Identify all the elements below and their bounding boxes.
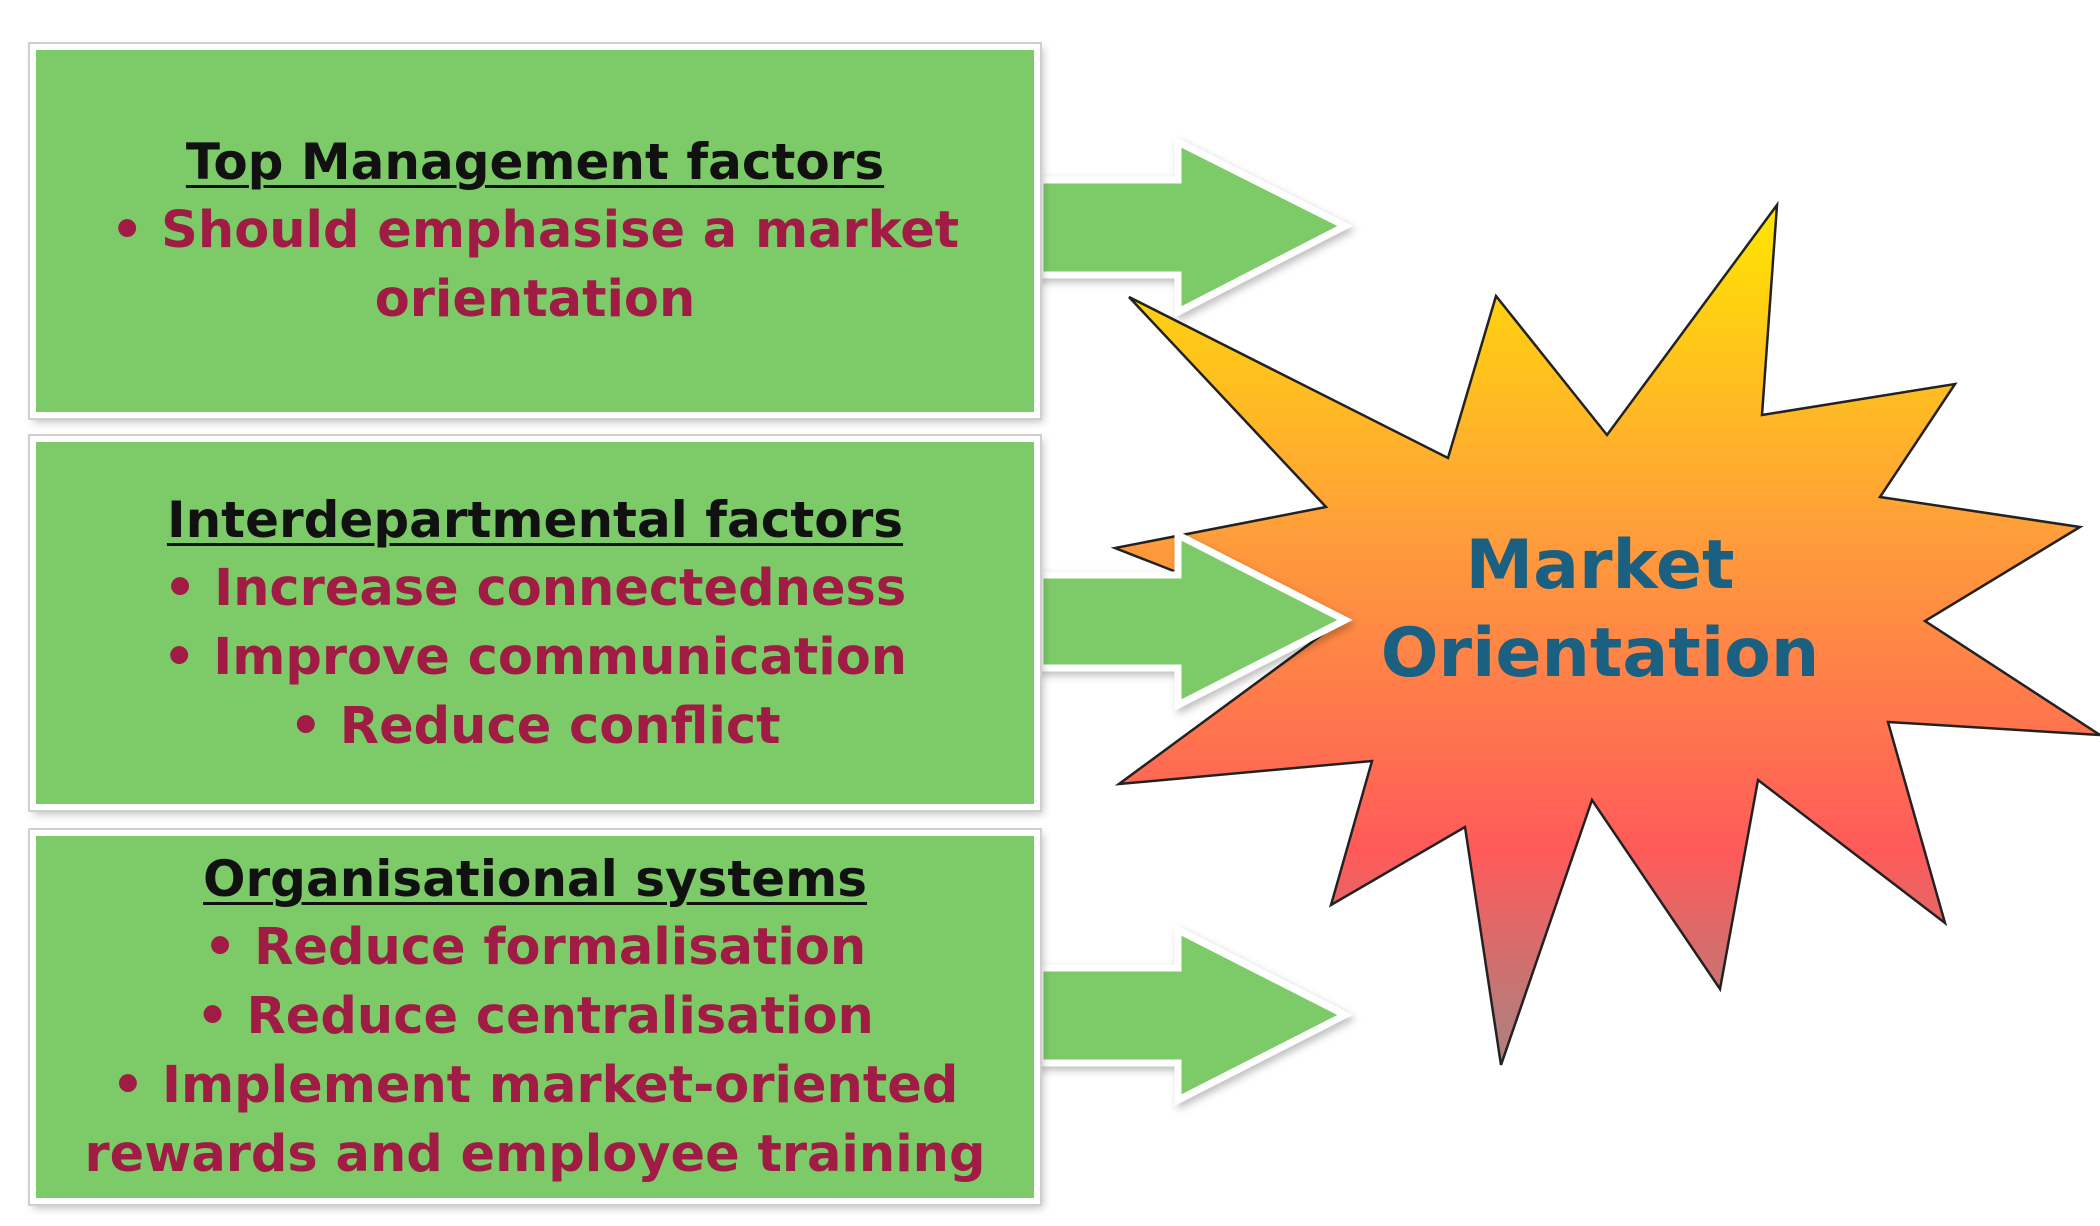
interdepartmental-item: • Reduce conflict xyxy=(289,696,781,756)
interdepartmental-item: • Increase connectedness xyxy=(163,558,907,618)
organisational-systems-item: rewards and employee training xyxy=(84,1125,986,1184)
arrow-top-management xyxy=(1036,136,1353,318)
top-management-item: orientation xyxy=(374,270,696,329)
organisational-systems-item: • Implement market-oriented xyxy=(111,1056,959,1115)
top-management-title: Top Management factors xyxy=(185,133,885,191)
interdepartmental-title: Interdepartmental factors xyxy=(166,490,904,549)
market-orientation-label-line1: Market xyxy=(1465,526,1735,605)
interdepartmental-item: • Improve communication xyxy=(162,627,908,687)
organisational-systems-item: • Reduce centralisation xyxy=(196,987,874,1046)
organisational-systems-title: Organisational systems xyxy=(203,850,867,908)
top-management-item: • Should emphasise a market xyxy=(110,201,960,260)
explosion-star xyxy=(1110,200,2100,1066)
organisational-systems-item: • Reduce formalisation xyxy=(203,918,867,977)
top-management-box: Top Management factors • Should emphasis… xyxy=(30,44,1040,418)
market-orientation-label-line2: Orientation xyxy=(1380,614,1820,693)
arrow-organisational xyxy=(1036,924,1353,1106)
arrow-interdepartmental xyxy=(1036,529,1353,711)
organisational-systems-box: Organisational systems • Reduce formalis… xyxy=(30,830,1040,1204)
interdepartmental-box: Interdepartmental factors • Increase con… xyxy=(30,436,1040,810)
